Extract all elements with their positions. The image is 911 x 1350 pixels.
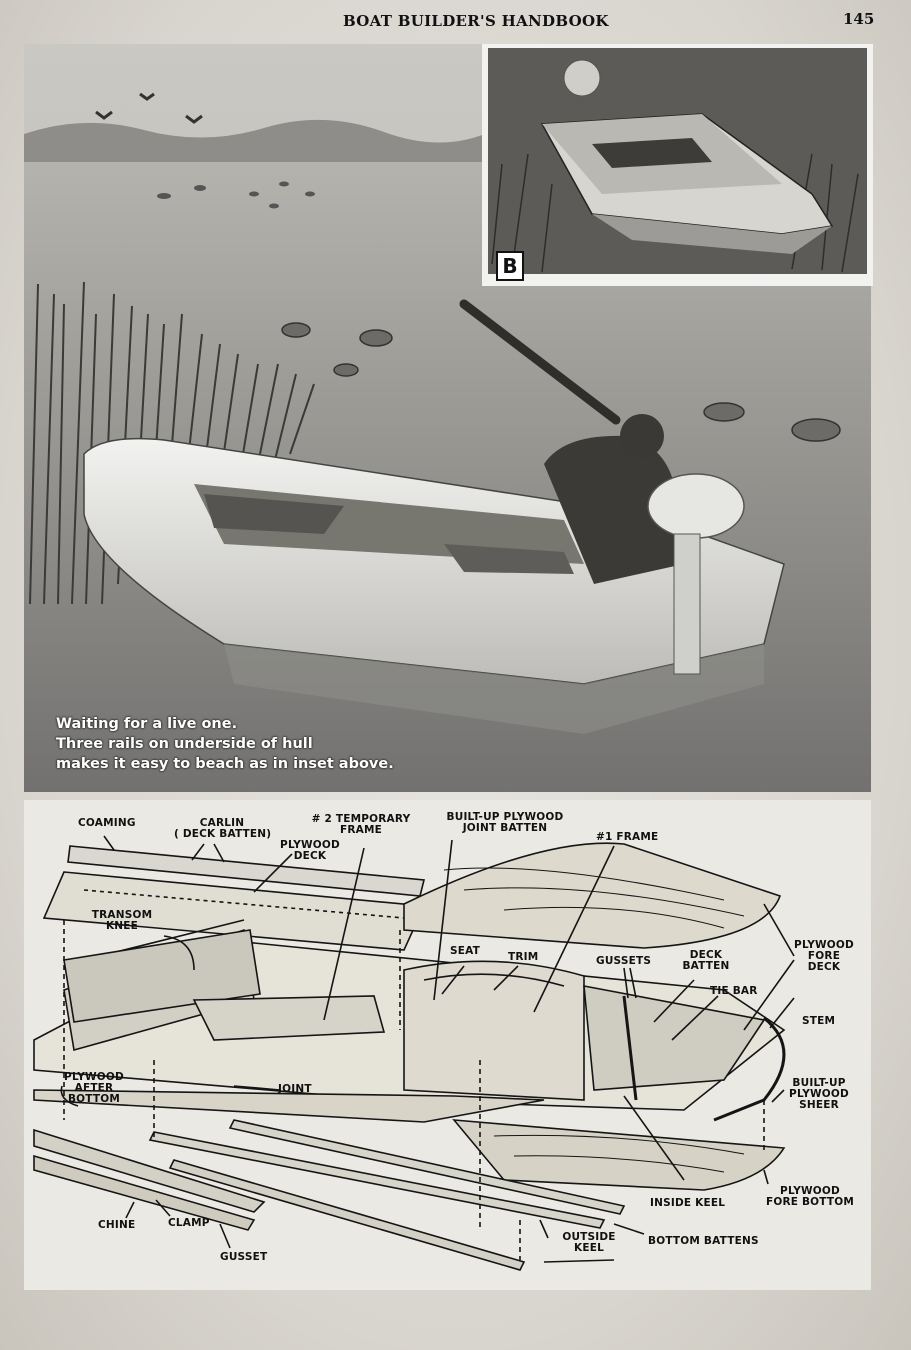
label-line: OUTSIDE [562,1231,616,1243]
label-joint-batten: BUILT-UP PLYWOOD JOINT BATTEN [440,812,570,834]
label-line: FORE [807,950,841,962]
label-built-up-plywood-sheer: BUILT-UP PLYWOOD SHEER [786,1078,852,1111]
label-line: # 2 TEMPORARY [311,813,411,825]
label-stem: STEM [802,1015,836,1027]
label-tie-bar: TIE BAR [710,985,758,997]
label-line: JOINT BATTEN [462,822,548,834]
label-line: TRANSOM [91,909,153,921]
label-bottom-battens: BOTTOM BATTENS [648,1235,759,1247]
label-transom-knee: TRANSOM KNEE [82,910,162,932]
label-trim: TRIM [508,951,539,963]
label-line: PLYWOOD [64,1071,124,1083]
label-frame-1: #1 FRAME [596,831,659,843]
label-line: DECK [689,949,723,961]
inset-photo: B [482,44,873,286]
label-line: PLYWOOD [789,1088,849,1100]
label-deck-batten: DECK BATTEN [674,950,738,972]
label-plywood-fore-bottom: PLYWOOD FORE BOTTOM [762,1186,858,1208]
label-temporary-frame: # 2 TEMPORARY FRAME [306,814,416,836]
label-line: SHEER [799,1099,839,1111]
label-plywood-after-bottom: PLYWOOD AFTER BOTTOM [54,1072,134,1105]
label-plywood-fore-deck: PLYWOOD FORE DECK [792,940,856,973]
label-line: KEEL [574,1242,604,1254]
label-carlin: CARLIN ( DECK BATTEN) [174,817,272,840]
label-line: PLYWOOD [794,939,854,951]
caption-line: makes it easy to beach as in inset above… [56,756,394,772]
caption-line: Waiting for a live one. [56,716,238,732]
label-gusset: GUSSET [220,1251,268,1263]
label-plywood-deck: PLYWOOD DECK [272,840,348,862]
caption-line: Three rails on underside of hull [56,736,313,752]
label-seat: SEAT [450,945,481,957]
label-line: DECK [807,961,841,973]
label-clamp: CLAMP [168,1217,210,1229]
page-number: 145 [843,10,875,28]
label-inside-keel: INSIDE KEEL [650,1197,726,1209]
label-line: BATTEN [682,960,730,972]
label-chine: CHINE [98,1219,136,1231]
label-line: BOTTOM [67,1093,121,1105]
label-gussets: GUSSETS [596,955,652,967]
label-line: BUILT-UP [792,1077,846,1089]
label-line: AFTER [74,1082,114,1094]
label-coaming: COAMING [78,817,136,829]
label-outside-keel: OUTSIDE KEEL [554,1232,624,1254]
label-line: KNEE [105,920,139,932]
label-line: PLYWOOD [780,1185,840,1197]
inset-illustration [488,48,867,274]
label-line: FRAME [339,824,382,836]
label-line: CARLIN [199,817,245,829]
running-title: BOAT BUILDER'S HANDBOOK [343,12,609,30]
photo-caption: Waiting for a live one. Three rails on u… [56,714,476,774]
label-line: DECK [293,850,327,862]
inset-letter-badge: B [496,251,524,281]
label-line: FORE BOTTOM [765,1196,855,1208]
exploded-construction-diagram: COAMING CARLIN ( DECK BATTEN) # 2 TEMPOR… [24,800,871,1290]
running-header: BOAT BUILDER'S HANDBOOK 145 [0,8,911,34]
label-line: PLYWOOD [280,839,340,851]
construction-line-art [33,835,795,1271]
label-joint: JOINT [278,1083,312,1095]
label-line: BUILT-UP PLYWOOD [446,811,564,823]
label-line: ( DECK BATTEN) [174,828,272,840]
